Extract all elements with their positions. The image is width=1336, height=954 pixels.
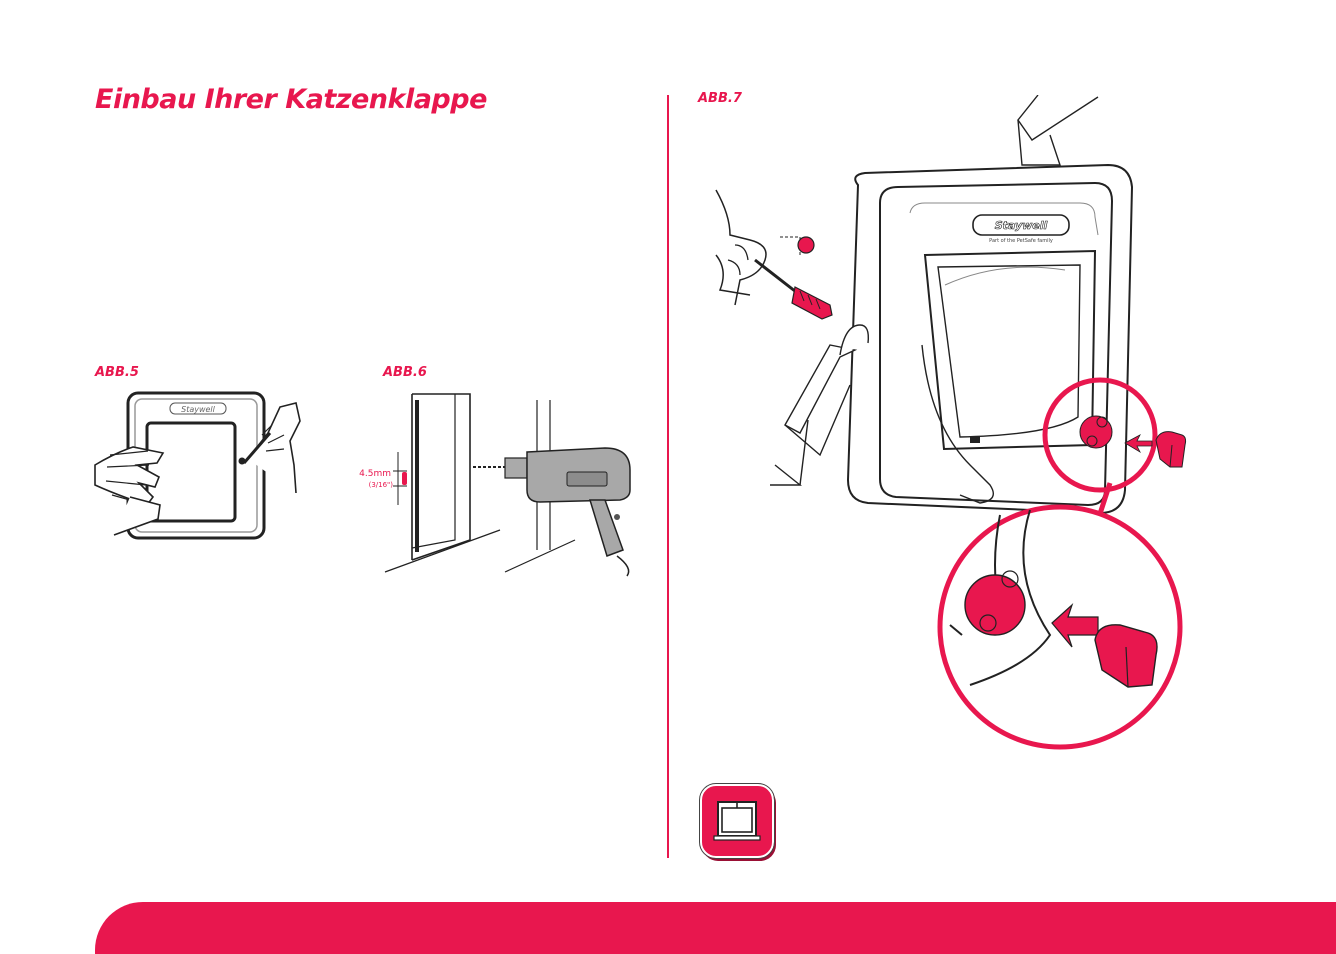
abb7-tagline-text: Part of the PetSafe family: [989, 238, 1053, 244]
figure-label-abb6: ABB.6: [383, 365, 427, 380]
figure-abb7-illustration: Staywell Part of the PetSafe family: [715, 95, 1187, 750]
footer-bar: [95, 902, 1336, 954]
figure-label-abb5: ABB.5: [95, 365, 139, 380]
abb7-brand-text: Staywell: [995, 219, 1048, 232]
drill-hole-measure: 4.5mm: [359, 469, 391, 479]
drill-hole-measure-imperial: (3/16"): [369, 481, 394, 489]
abb5-brand-text: Staywell: [181, 405, 216, 414]
figure-abb6-illustration: 4.5mm (3/16"): [359, 393, 631, 577]
page-title: Einbau Ihrer Katzenklappe: [95, 84, 487, 115]
figure-label-abb7: ABB.7: [698, 91, 742, 106]
window-frame-icon: [699, 783, 775, 859]
column-divider: [667, 95, 669, 858]
figure-abb5-illustration: Staywell: [94, 391, 301, 540]
